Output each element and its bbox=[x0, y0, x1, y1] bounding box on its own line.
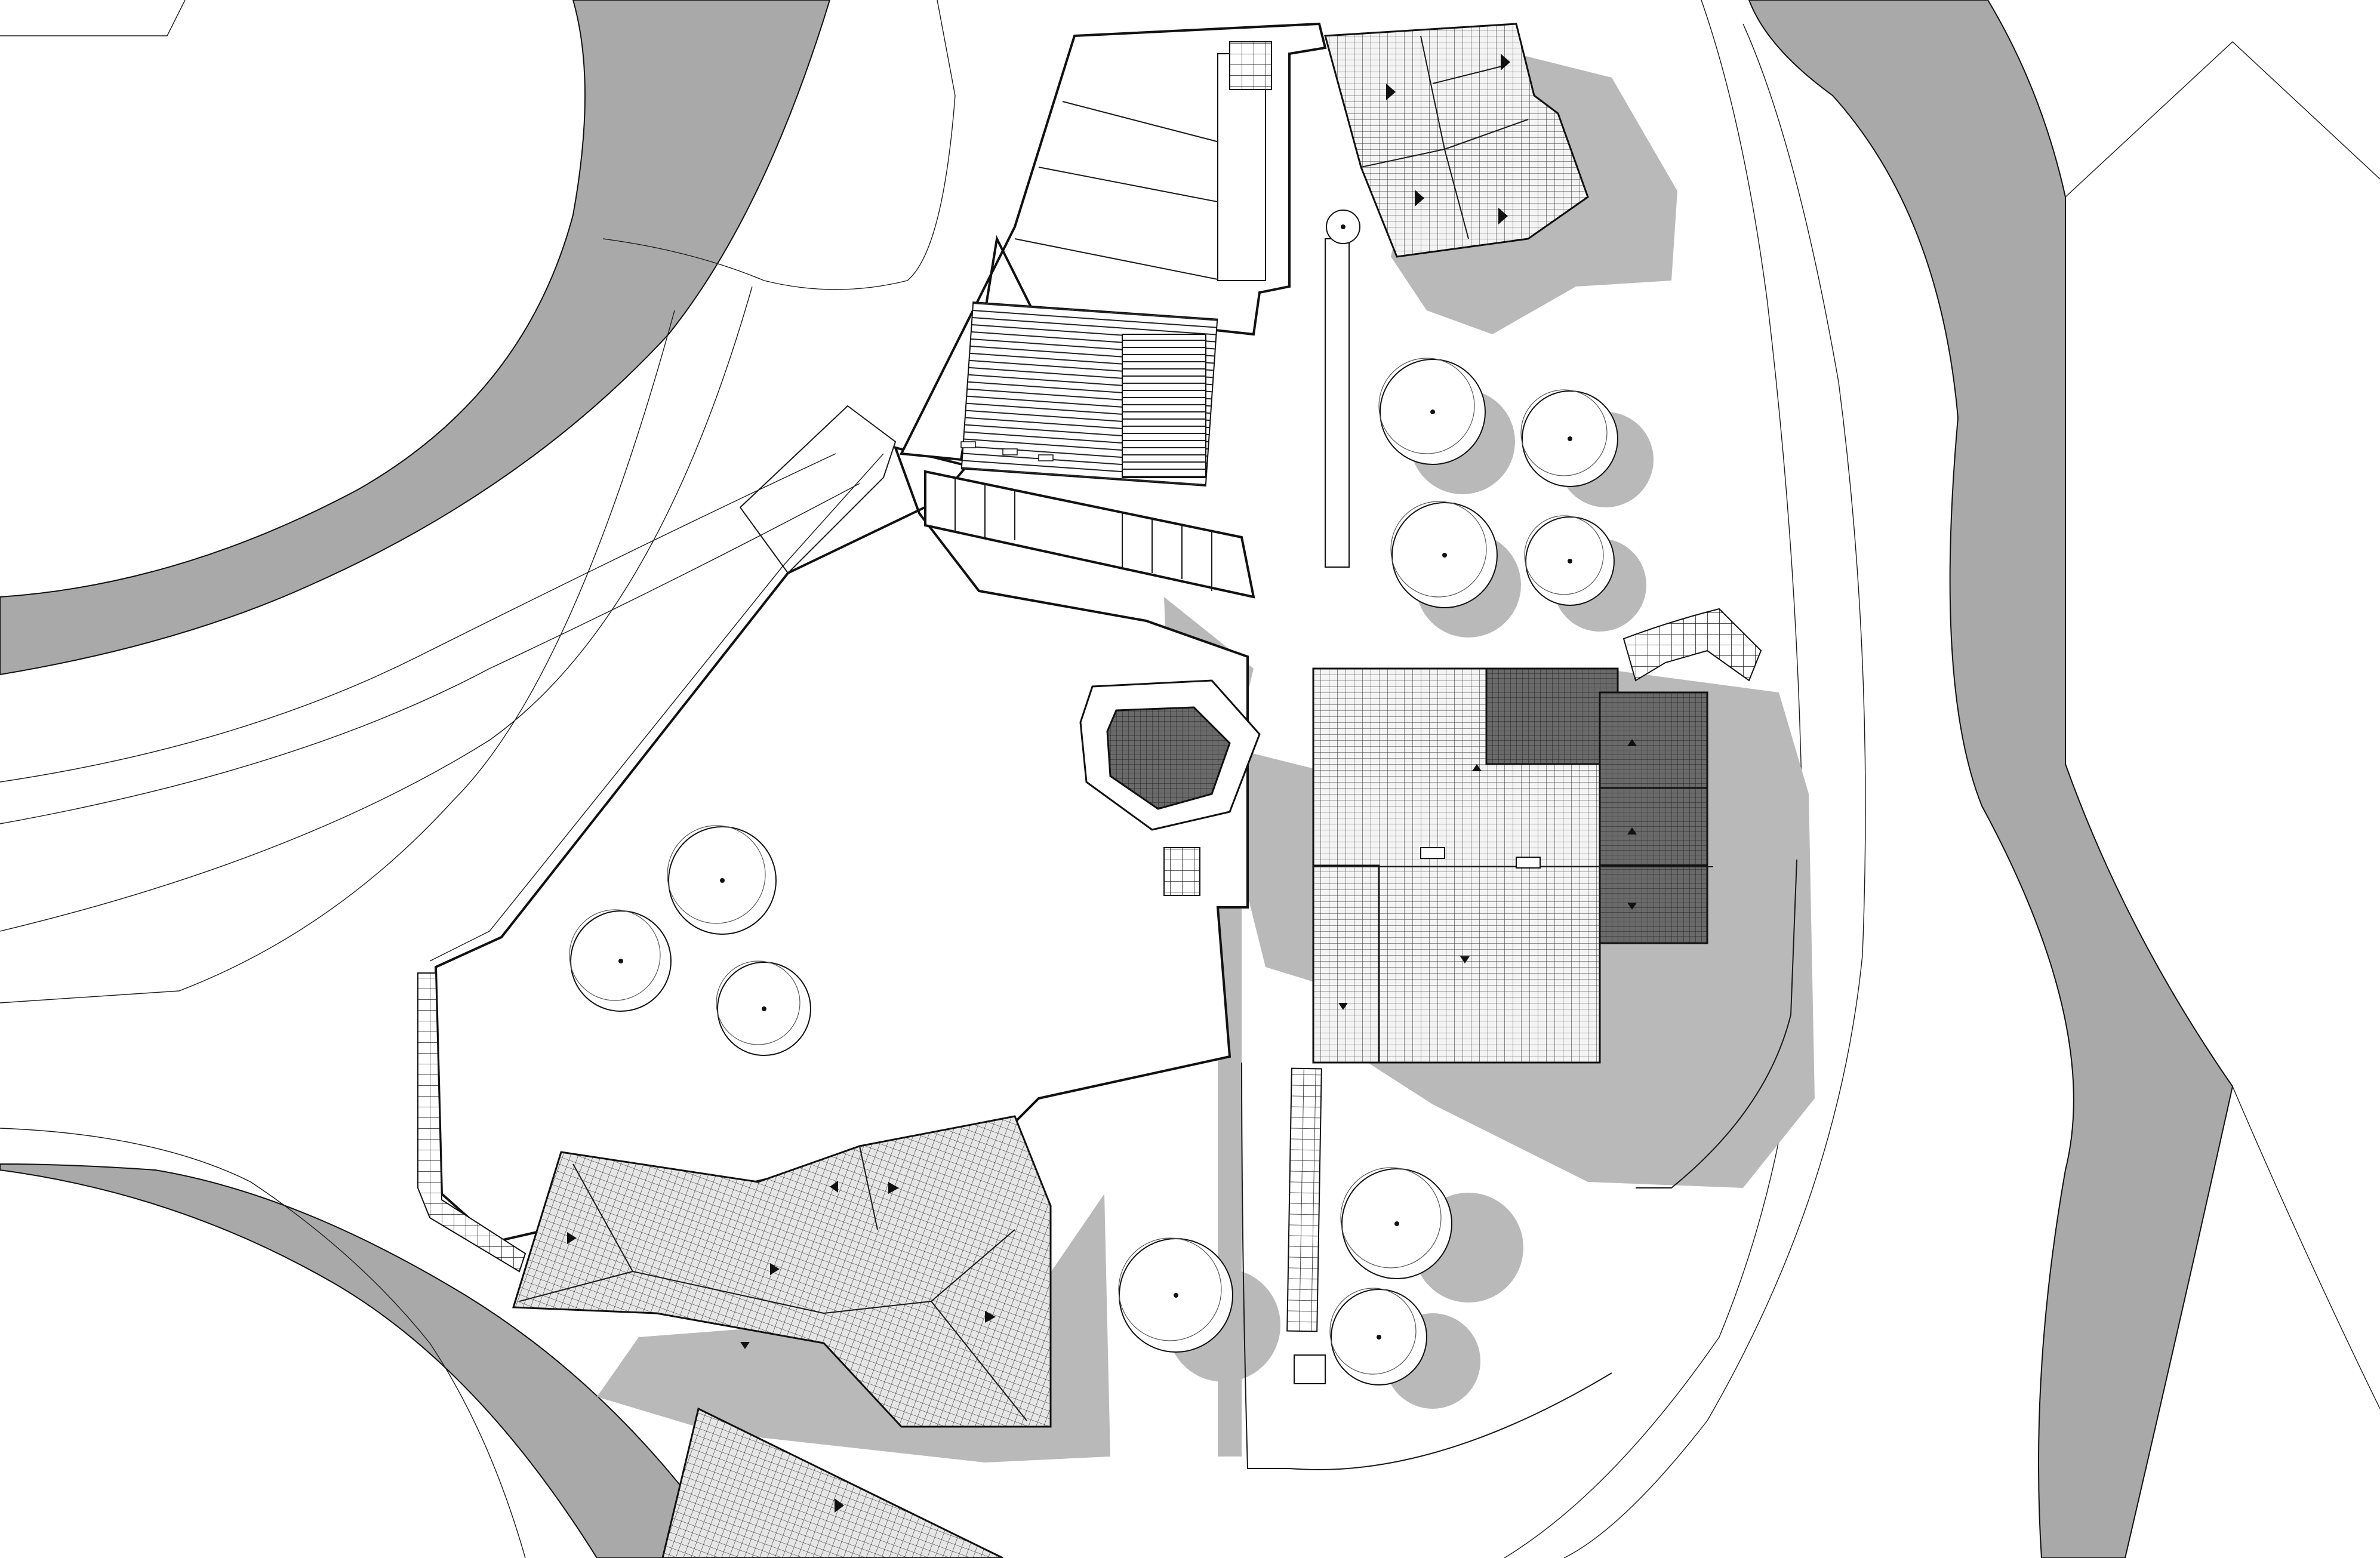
terrace-window bbox=[1038, 454, 1054, 461]
southwest-building bbox=[512, 1115, 1052, 1428]
terrace-divider bbox=[1014, 101, 1224, 281]
contour-line bbox=[0, 286, 753, 932]
contour-line bbox=[602, 0, 956, 290]
west-rampart-stair bbox=[417, 972, 527, 1273]
southwest-road-band bbox=[0, 1163, 735, 1558]
stairs bbox=[1241, 608, 1797, 1470]
terrace-arcade bbox=[924, 470, 1255, 599]
east-building-dark-wing bbox=[1485, 667, 1619, 765]
tree bbox=[716, 960, 811, 1056]
contour-line bbox=[2232, 1086, 2380, 1409]
south-gate-block bbox=[1294, 1354, 1326, 1384]
triangle-icon bbox=[830, 1181, 838, 1193]
north-path-strip bbox=[1325, 238, 1350, 568]
triangle-icon bbox=[888, 1182, 899, 1194]
contour-line bbox=[2065, 41, 2380, 198]
tree bbox=[1524, 515, 1615, 606]
east-building-annex bbox=[1599, 787, 1708, 867]
well-center bbox=[1341, 224, 1346, 229]
northwest-outcrop bbox=[739, 405, 897, 574]
north-building-ridges bbox=[1360, 35, 1529, 239]
tree bbox=[667, 825, 777, 935]
arcade-bays bbox=[955, 478, 1212, 591]
central-courtyard bbox=[434, 446, 1249, 1243]
contour-line bbox=[0, 1128, 526, 1558]
west-road-band bbox=[0, 0, 831, 676]
roof-markers bbox=[567, 54, 1637, 1513]
triangle-icon bbox=[1472, 764, 1482, 771]
east-building-lower-wing bbox=[1312, 864, 1380, 1064]
triangle-icon bbox=[1415, 190, 1424, 207]
north-building bbox=[1324, 23, 1589, 258]
fortification bbox=[417, 22, 1327, 1273]
east-road-band bbox=[1748, 0, 2234, 1558]
south-stair-path bbox=[1286, 1067, 1322, 1332]
tree bbox=[1329, 1288, 1427, 1385]
buildings bbox=[512, 23, 1713, 1558]
triangle-icon bbox=[770, 1263, 780, 1275]
tree bbox=[569, 909, 672, 1012]
triangle-icon bbox=[740, 1342, 750, 1349]
tree bbox=[1378, 358, 1486, 465]
contour-line bbox=[0, 310, 675, 1003]
courtyard-inner-wall bbox=[429, 453, 884, 962]
southwest-building-ridges bbox=[519, 1146, 1027, 1421]
triangle-icon bbox=[1627, 739, 1637, 746]
north-terrace-structures bbox=[924, 41, 1360, 599]
south-building bbox=[661, 1407, 1003, 1558]
terrace-window bbox=[960, 441, 976, 448]
hex-tower-roof bbox=[1106, 706, 1231, 810]
triangle-icon bbox=[835, 1498, 844, 1513]
hatched-terrace-east bbox=[1122, 334, 1206, 478]
triangle-icon bbox=[1338, 1003, 1348, 1010]
triangle-icon bbox=[1501, 54, 1510, 70]
tree bbox=[1520, 389, 1618, 487]
contour-line bbox=[0, 453, 836, 783]
triangle-icon bbox=[985, 1311, 996, 1323]
tree bbox=[1118, 1237, 1233, 1353]
triangle-icon bbox=[1627, 903, 1637, 910]
contour-line bbox=[0, 0, 186, 36]
chimney bbox=[1516, 857, 1541, 869]
tree bbox=[1390, 501, 1498, 608]
road-bands bbox=[0, 0, 2234, 1558]
triangle-icon bbox=[1498, 208, 1508, 224]
triangle-icon bbox=[1627, 827, 1637, 835]
east-access-road bbox=[1241, 1062, 1612, 1470]
tower-stair bbox=[1163, 847, 1200, 896]
terrace-window bbox=[1002, 448, 1018, 455]
contour-line bbox=[0, 483, 860, 824]
east-retaining-wall bbox=[1636, 859, 1797, 1188]
east-building-annex bbox=[1599, 864, 1708, 944]
north-stair bbox=[1229, 41, 1272, 90]
chimney bbox=[1420, 847, 1445, 859]
triangle-icon bbox=[1386, 84, 1396, 100]
contour-line bbox=[1563, 23, 1866, 1558]
tree bbox=[1340, 1167, 1452, 1279]
triangle-icon bbox=[567, 1232, 577, 1244]
narrow-tower-block bbox=[1217, 53, 1266, 281]
east-building-annex bbox=[1599, 691, 1708, 789]
east-stair bbox=[1622, 608, 1762, 682]
trees bbox=[569, 358, 1618, 1385]
triangle-icon bbox=[1460, 956, 1470, 963]
